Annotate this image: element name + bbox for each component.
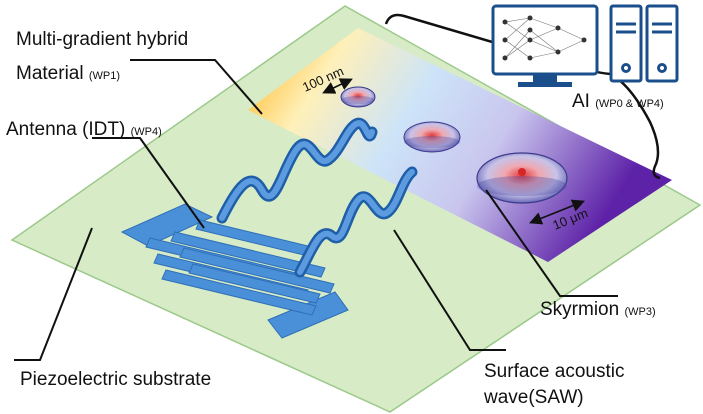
substrate-label: Piezoelectric substrate: [20, 369, 212, 390]
ai-brace: [384, 13, 661, 180]
leader-antenna: [92, 137, 205, 229]
neural-network-icon: [491, 4, 599, 87]
scale-bar-10um: [529, 199, 585, 225]
ai-label: AI (WP0 & WP4): [572, 91, 664, 112]
antenna-label: Antenna (IDT) (WP4): [6, 119, 162, 140]
skyrmion-label: Skyrmion (WP3): [540, 299, 656, 320]
skyrmion-small: [340, 86, 376, 108]
idt-antenna: [120, 203, 349, 339]
saw-label-line1: Surface acoustic: [484, 361, 625, 382]
leader-saw: [393, 229, 506, 351]
saw-wave-front: [294, 166, 418, 278]
ai-tag: (WP0 & WP4): [595, 98, 664, 110]
leader-material: [130, 59, 263, 115]
scale-bar-100nm: [322, 78, 353, 94]
leader-substrate: [14, 227, 93, 361]
saw-wave-back: [216, 117, 378, 224]
material-label-line2: Material (WP1): [16, 63, 121, 84]
server-tower-icon: [609, 4, 679, 83]
antenna-tag: (WP4): [130, 126, 162, 138]
skyrmion-large: [476, 152, 568, 204]
material-label-line1: Multi-gradient hybrid: [16, 29, 189, 50]
material-tag: (WP1): [88, 70, 121, 82]
saw-label-line2: wave(SAW): [484, 387, 584, 408]
skyrmion-tag: (WP3): [624, 306, 656, 318]
leader-skyrmion: [485, 189, 618, 297]
skyrmion-medium: [403, 121, 461, 153]
